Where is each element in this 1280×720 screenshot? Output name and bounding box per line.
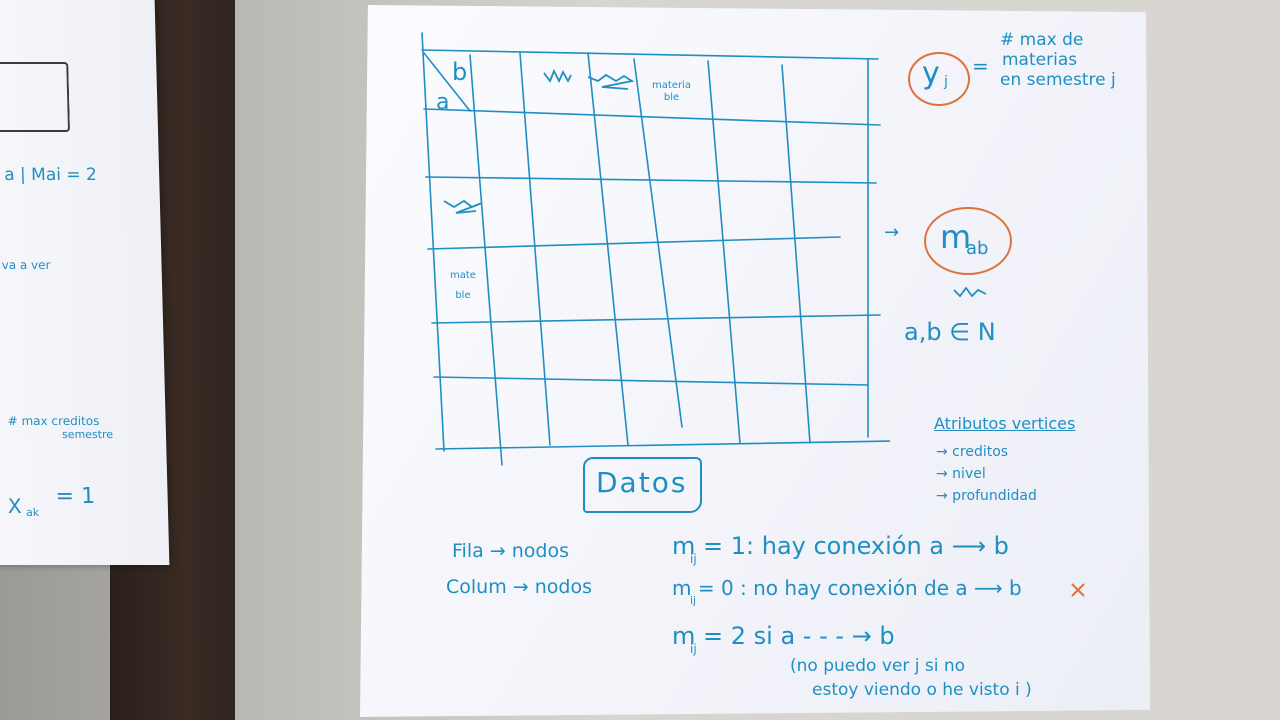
datos-box <box>583 457 702 513</box>
attribute-nivel: → nivel <box>936 466 986 482</box>
scribble-under-m <box>953 286 987 298</box>
y-def-line-3: en semestre j <box>1000 70 1116 90</box>
grid-header-column-label: materia ble <box>652 80 691 103</box>
grid-corner-a: a <box>436 90 450 115</box>
left-text-line-4: semestre <box>61 428 114 441</box>
m-symbol: m <box>940 218 972 256</box>
y-def-line-2: materias <box>1002 50 1078 70</box>
rule-2-subscript: ij <box>690 642 697 656</box>
attribute-creditos: → creditos <box>936 444 1009 460</box>
left-text-x: X <box>7 494 22 518</box>
arrow-to-m: → <box>884 222 900 243</box>
attributes-title: Atributos vertices <box>934 414 1076 433</box>
rule-1-subscript: ij <box>690 552 697 566</box>
rule-m-equals-0: m = 0 : no hay conexión de a ⟶ b <box>672 576 1022 600</box>
rule-note-line-1: (no puedo ver j si no <box>790 656 966 676</box>
y-symbol: y <box>922 56 940 91</box>
m-circle <box>924 207 1012 275</box>
left-text-x-sub: ak <box>25 506 40 519</box>
y-def-line-1: # max de <box>1000 30 1084 50</box>
m-domain: a,b ∈ N <box>904 318 996 346</box>
attribute-profundidad: → profundidad <box>936 488 1037 504</box>
y-equals: = <box>972 54 989 78</box>
rule-0-subscript: ij <box>690 594 697 607</box>
adjacency-grid-drawing <box>421 32 890 466</box>
fila-line: Fila → nodos <box>452 540 569 562</box>
left-text-line-1: ∀ a | Mai = 2 <box>0 165 98 185</box>
left-text-line-3: # max creditos <box>7 414 100 428</box>
grid-header-row-label: mate ble <box>450 270 476 301</box>
rule-m-equals-1: m = 1: hay conexión a ⟶ b <box>672 532 1009 560</box>
colum-line: Colum → nodos <box>446 576 592 598</box>
y-subscript: j <box>944 74 948 90</box>
m-subscript: ab <box>966 238 989 259</box>
rule-m-equals-2: m = 2 si a - - - → b <box>672 622 895 650</box>
red-cross-mark <box>1071 583 1085 597</box>
grid-corner-b: b <box>452 58 468 86</box>
datos-label: Datos <box>596 466 688 499</box>
main-paper-sheet <box>360 5 1150 717</box>
drawn-box <box>0 62 71 132</box>
left-text-line-2: n) va a ver <box>0 258 51 272</box>
left-text-eq: = 1 <box>55 484 96 509</box>
rule-note-line-2: estoy viendo o he visto i ) <box>812 680 1032 700</box>
scribble-marks <box>443 68 635 214</box>
left-paper-sheet: ∀ a | Mai = 2 n) va a ver # max creditos… <box>0 0 170 565</box>
y-circle <box>908 52 970 106</box>
